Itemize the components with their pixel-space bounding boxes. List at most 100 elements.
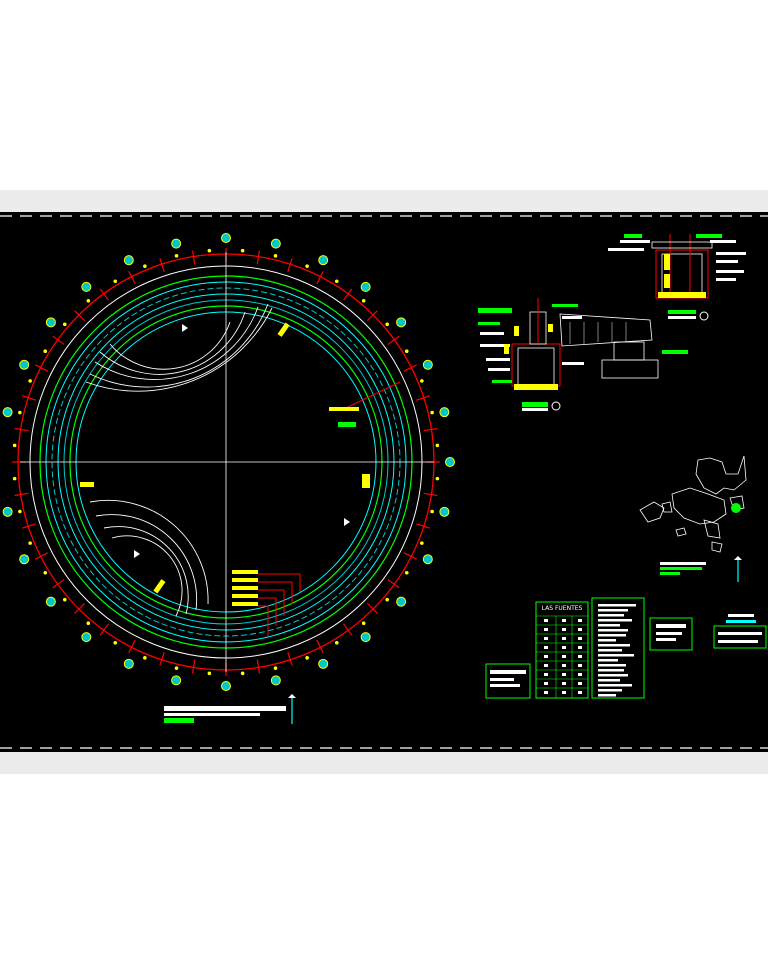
ring-mark	[273, 254, 278, 258]
table-cell	[578, 655, 582, 658]
grid-bubble	[19, 359, 30, 370]
ring-tick	[343, 288, 353, 301]
ring-mark	[28, 379, 32, 383]
ring-tick	[316, 639, 324, 653]
ring-tick	[99, 288, 109, 301]
location-map	[639, 455, 747, 553]
note-line	[598, 674, 628, 677]
cad-drawing: LAS FUENTES	[0, 215, 768, 749]
ring-mark	[435, 476, 440, 481]
ring-mark	[273, 666, 278, 670]
ring-mark	[420, 379, 424, 383]
table-cell	[544, 619, 548, 622]
ring-mark	[207, 248, 212, 253]
ring-mark	[334, 279, 339, 284]
ring-tick	[423, 427, 438, 432]
ring-tick	[191, 250, 196, 265]
grid-bubble	[439, 506, 450, 517]
ring-mark	[361, 298, 366, 303]
bottom-gray-band	[0, 752, 768, 774]
table-cell	[578, 682, 582, 685]
location-marker	[731, 503, 741, 513]
grid-bubble	[123, 255, 134, 266]
table-cell	[562, 691, 566, 694]
note-line	[598, 664, 626, 667]
notes-table-lines	[598, 604, 636, 697]
note-line	[598, 694, 616, 697]
table-cell	[544, 646, 548, 649]
grid-bubble	[318, 658, 329, 669]
table-cell	[578, 646, 582, 649]
note-line	[598, 639, 616, 642]
note-line	[598, 679, 620, 682]
grid-bubble	[221, 681, 231, 691]
note-line	[598, 634, 626, 637]
table-cell	[562, 628, 566, 631]
grid-bubble	[396, 596, 407, 607]
ring-tick	[287, 258, 293, 272]
ring-tick	[387, 335, 400, 345]
ring-mark	[240, 248, 245, 253]
ring-tick	[22, 395, 36, 401]
grid-bubble	[171, 238, 182, 249]
ring-tick	[343, 623, 353, 636]
ring-mark	[143, 656, 147, 660]
ring-tick	[366, 310, 378, 322]
ring-mark	[86, 621, 91, 626]
ring-mark	[62, 322, 67, 327]
grid-bubbles	[2, 233, 455, 691]
upper-arc-fan	[85, 303, 273, 392]
schedule-table-rows	[536, 615, 588, 698]
ring-tick	[35, 552, 49, 560]
ring-mark	[385, 322, 390, 327]
leader-lines	[258, 381, 401, 636]
yellow-notes	[80, 322, 370, 606]
ring-tick	[128, 639, 136, 653]
ring-mark	[113, 640, 118, 645]
plan-title-block	[164, 694, 296, 724]
fountain-plan	[2, 233, 455, 691]
table-cell	[578, 619, 582, 622]
grid-bubble	[2, 506, 13, 517]
ring-tick	[423, 492, 438, 497]
table-cell	[578, 628, 582, 631]
ring-mark	[86, 298, 91, 303]
ring-mark	[305, 264, 309, 268]
center-axes	[20, 252, 434, 672]
ring-tick	[22, 523, 36, 529]
section-detail-top	[608, 234, 746, 321]
table-cell	[562, 673, 566, 676]
map-caption	[660, 556, 742, 582]
ring-tick	[14, 492, 29, 497]
grid-bubble	[422, 359, 433, 370]
ring-tick	[52, 579, 65, 589]
ring-tick	[366, 602, 378, 614]
ring-tick	[191, 659, 196, 674]
section-detail-middle	[478, 298, 688, 411]
ring-mark	[143, 264, 147, 268]
grid-bubble	[445, 457, 455, 467]
ring-tick	[159, 258, 165, 272]
ring-mark	[12, 443, 17, 448]
table-cell	[562, 664, 566, 667]
ring-tick	[159, 652, 165, 666]
table-cell	[544, 628, 548, 631]
cad-drawing-canvas[interactable]: LAS FUENTES	[0, 212, 768, 752]
grid-bubble	[81, 281, 92, 292]
table-cell	[544, 637, 548, 640]
table-cell	[578, 673, 582, 676]
grid-bubble	[19, 554, 30, 565]
grid-bubble	[171, 675, 182, 686]
legend-tables: LAS FUENTES	[485, 597, 767, 699]
ring-mark	[18, 509, 22, 514]
table-cell	[578, 637, 582, 640]
ring-tick	[74, 310, 86, 322]
table-cell	[544, 655, 548, 658]
ring-mark	[430, 509, 434, 514]
table-cell	[544, 682, 548, 685]
ring-mark	[18, 410, 22, 415]
note-line	[598, 624, 620, 627]
ring-mark	[174, 254, 179, 258]
ring-mark	[62, 597, 67, 602]
ring-tick	[403, 552, 417, 560]
